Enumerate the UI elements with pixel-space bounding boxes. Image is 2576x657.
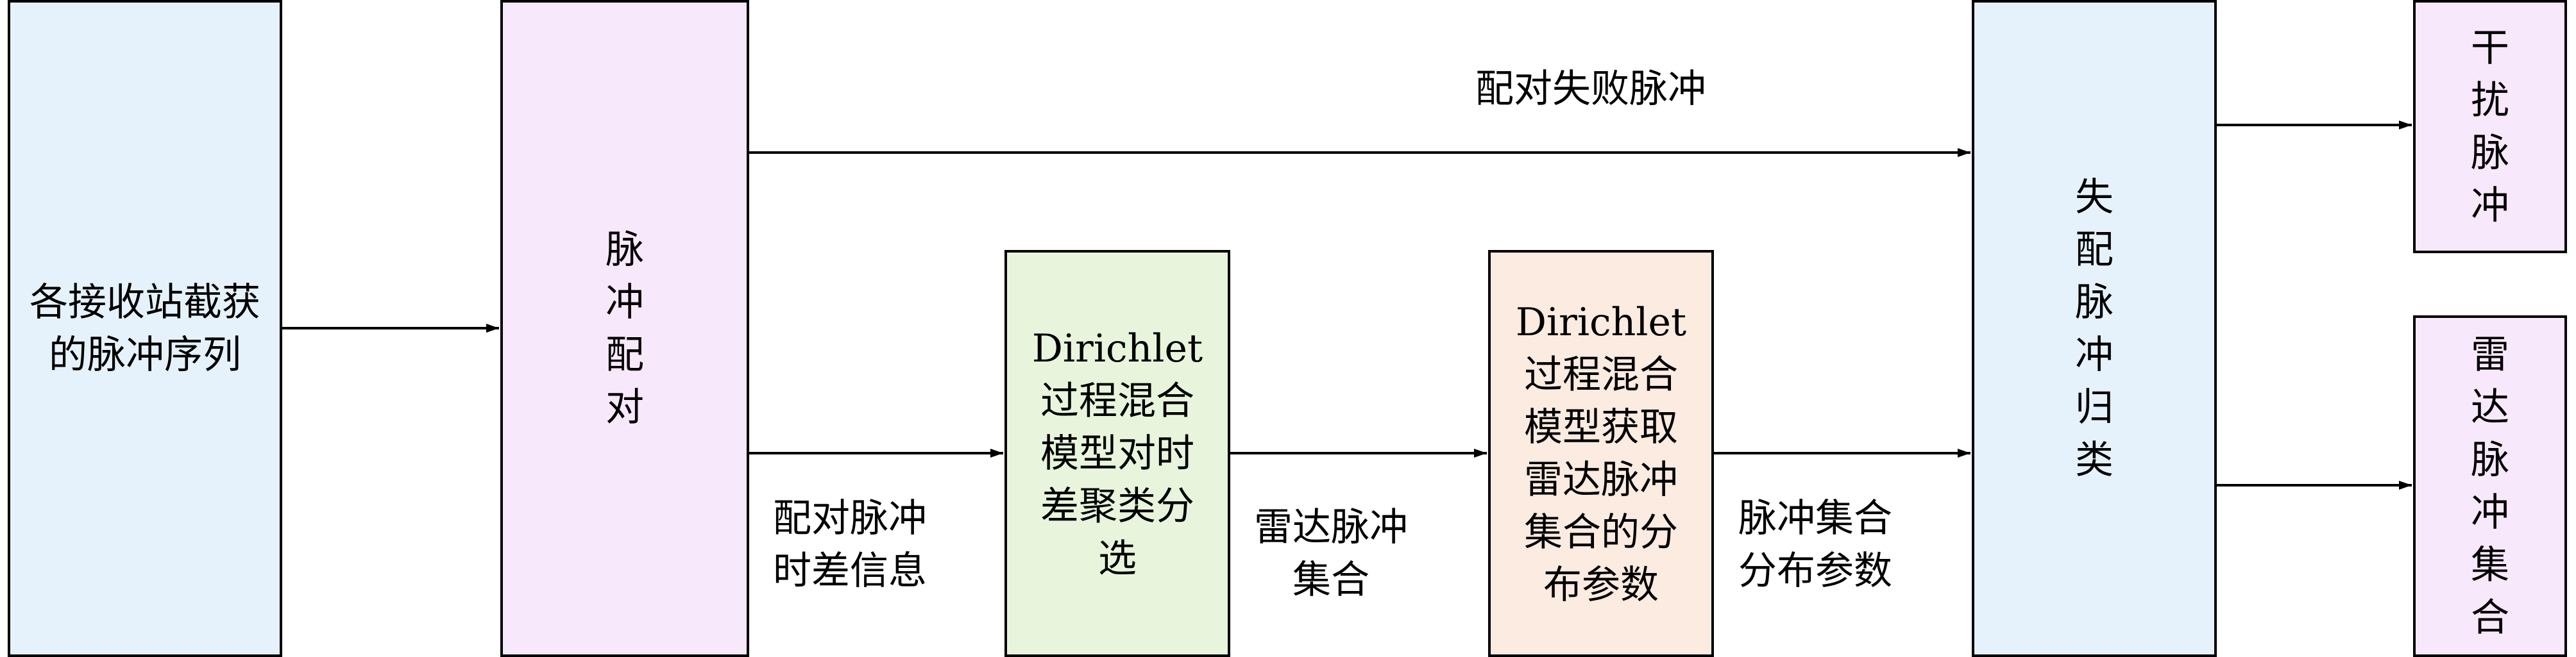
node-interference-label: 干 扰 脉 冲 [2471, 25, 2509, 228]
node-radar-set: 雷 达 脉 冲 集 合 [2413, 315, 2567, 657]
node-interference: 干 扰 脉 冲 [2413, 0, 2567, 253]
edge-label-radar-set: 雷达脉冲 集合 [1254, 505, 1408, 603]
edge-label-dist-params: 脉冲集合 分布参数 [1738, 496, 1892, 594]
node-dirichlet-cluster-label: Dirichlet 过程混合 模型对时 差聚类分 选 [1031, 326, 1203, 581]
node-dirichlet-params: Dirichlet 过程混合 模型获取 雷达脉冲 集合的分 布参数 [1488, 250, 1714, 657]
node-pulse-pairing-label: 脉 冲 配 对 [606, 227, 644, 430]
node-receiver-label: 各接收站截获 的脉冲序列 [30, 279, 260, 378]
edge-label-pair-fail: 配对失败脉冲 [1475, 67, 1706, 112]
node-dirichlet-cluster: Dirichlet 过程混合 模型对时 差聚类分 选 [1004, 250, 1230, 657]
edge-label-pair-tdoa: 配对脉冲 时差信息 [773, 496, 927, 594]
node-pulse-pairing: 脉 冲 配 对 [500, 0, 749, 657]
node-receiver: 各接收站截获 的脉冲序列 [8, 0, 282, 657]
node-unmatched-classify-label: 失 配 脉 冲 归 类 [2075, 174, 2114, 483]
node-dirichlet-params-label: Dirichlet 过程混合 模型获取 雷达脉冲 集合的分 布参数 [1515, 299, 1687, 608]
node-unmatched-classify: 失 配 脉 冲 归 类 [1972, 0, 2217, 657]
node-radar-set-label: 雷 达 脉 冲 集 合 [2471, 332, 2509, 640]
